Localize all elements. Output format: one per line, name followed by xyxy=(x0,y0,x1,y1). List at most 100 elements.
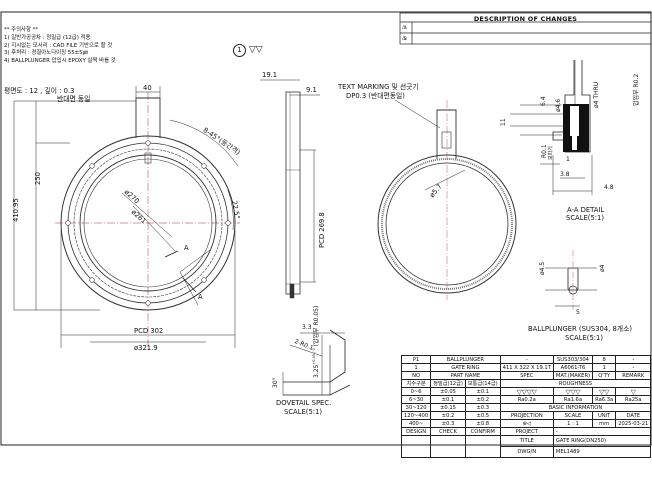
table-cell: 400~ xyxy=(400,419,432,428)
flatness-note: 평면도 : 12 , 깊이 : 0.3 xyxy=(4,87,75,95)
tolerance-row: 0~6±0.05±0.1 ▽▽▽▽ ▽▽▽ ▽▽ ▽ xyxy=(400,387,652,396)
roughness-symbol: ▽▽ xyxy=(592,387,617,396)
table-cell: ±0.1 xyxy=(464,387,501,396)
dim-dia-4: ø4 xyxy=(599,264,606,273)
signature-header-row: DESIGN CHECK CONFIRM PROJECT - xyxy=(400,427,652,436)
note-line: 2) 지시없는 모서리 : CAD FILE 기반으로 할 것 xyxy=(4,42,113,49)
table-cell: ±0.5 xyxy=(464,411,501,420)
scale-value: 1 : 1 xyxy=(552,419,594,428)
part-qty: 8 xyxy=(592,355,617,364)
marking-note: TEXT MARKING 및 선긋기 xyxy=(338,83,419,91)
roughness-symbol: ▽ xyxy=(615,387,652,396)
title-value: GATE RING(DN250) xyxy=(552,435,652,447)
dim-19-1: 19.1 xyxy=(262,71,278,79)
revision-a-triangle: △A xyxy=(402,24,407,30)
part-spec: - xyxy=(499,355,554,364)
dim-410-95: 410.95 xyxy=(12,198,20,222)
tolerance-row: 6~30±0.1±0.2 Ra0.2a Ra1.6a Ra6.3a Ra25a xyxy=(400,395,652,404)
roughness-symbol: ▽▽▽▽ xyxy=(499,387,554,396)
a-a-detail-caption: A-A DETAIL xyxy=(567,206,605,214)
table-cell: ±0.1 xyxy=(430,395,466,404)
table-cell: 6~30 xyxy=(400,395,432,404)
title-label: TITLE xyxy=(499,435,554,447)
confirm-label: CONFIRM xyxy=(464,427,501,436)
ballplunger-scale: SCALE(5:1) xyxy=(565,334,604,342)
scale-label: SCALE xyxy=(552,411,594,420)
dwg-row: DWG/N MEL1489 xyxy=(402,446,652,458)
dim-30-deg: 30° xyxy=(272,377,279,388)
basic-info-title: BASIC INFORMATION xyxy=(499,403,652,412)
part-remark: - xyxy=(615,355,652,364)
ballplunger-caption: BALLPLUNGER (SUS304, 8개소) xyxy=(528,325,632,333)
roughness-value: Ra1.6a xyxy=(552,395,594,404)
part-qty: 1 xyxy=(592,363,617,372)
dim-dia-4-thru: ø4 THRU xyxy=(593,81,600,108)
part-spec: 411 X 322 X 19.1T xyxy=(499,363,554,372)
header-remark: REMARK xyxy=(615,371,652,380)
note-press-fit-r0-2: 압입부 R0.2 xyxy=(633,73,640,106)
table-cell: ±0.05 xyxy=(430,387,466,396)
check-sign xyxy=(430,435,466,458)
table-cell: 0~6 xyxy=(400,387,432,396)
design-sign xyxy=(400,435,432,458)
unit-value: mm xyxy=(592,419,617,428)
header-spec: SPEC xyxy=(499,371,554,380)
dim-6-4: 6.4 xyxy=(540,96,547,106)
table-cell: ±0.3 xyxy=(430,419,466,428)
table-cell: ±0.15 xyxy=(430,403,466,412)
header-material: MAT.(MAKER) xyxy=(552,371,594,380)
dovetail-caption: DOVETAIL SPEC. xyxy=(276,399,332,407)
dim-pcd-302: PCD 302 xyxy=(134,327,164,335)
part-remark: - xyxy=(615,363,652,372)
tolerance-header-row: 치수구분 정밀급(12급) 보통급(14급) ROUGHNESS xyxy=(400,379,652,388)
ring-front-view xyxy=(13,86,240,350)
part-material: A6061-T6 xyxy=(552,363,594,372)
design-label: DESIGN xyxy=(400,427,432,436)
table-cell: 30~120 xyxy=(400,403,432,412)
dim-3-25: 3.25+0.05 / 0 (압입부 R0.05) xyxy=(312,305,320,378)
dovetail-scale: SCALE(5:1) xyxy=(284,408,323,416)
header-part-name: PART NAME xyxy=(430,371,501,380)
table-cell: 120~400 xyxy=(400,411,432,420)
part-name: GATE RING xyxy=(430,363,501,372)
dwg-value: MEL1489 xyxy=(552,446,652,458)
ring-side-view xyxy=(260,79,320,299)
header-qty: Q'TY xyxy=(592,371,617,380)
table-cell: ±0.2 xyxy=(430,411,466,420)
date-value: 2025-03-21 xyxy=(615,419,652,428)
dim-4-8: 4.8 xyxy=(604,184,614,191)
change-block xyxy=(399,12,652,45)
dim-5: 5 xyxy=(576,309,580,316)
flatness-note-2: 반대면 동일 xyxy=(57,95,91,103)
a-a-detail-scale: SCALE(5:1) xyxy=(566,214,605,222)
general-roughness-symbol: 1 ▽▽ xyxy=(233,44,263,57)
part-material: SUS303/304 xyxy=(552,355,594,364)
a-a-detail-view xyxy=(510,60,593,195)
changes-heading: DESCRIPTION OF CHANGES xyxy=(473,15,578,23)
dim-r0-1: R0.1 xyxy=(541,144,548,158)
dim-11: 11 xyxy=(500,118,507,126)
ring-marking-view xyxy=(377,99,517,300)
table-cell: ±0.8 xyxy=(464,419,501,428)
part-header-row: NO PART NAME SPEC MAT.(MAKER) Q'TY REMAR… xyxy=(400,371,652,380)
dim-pcd-269-8: PCD 269.8 xyxy=(318,212,326,248)
sheet-border xyxy=(0,11,652,446)
part-name: BALLPLUNGER xyxy=(430,355,501,364)
projection-symbol: ⊕◁ xyxy=(499,419,554,428)
table-cell: ±0.3 xyxy=(464,403,501,412)
roughness-symbol: ▽▽▽ xyxy=(552,387,594,396)
roughness-value: Ra25a xyxy=(615,395,652,404)
dwg-label: DWG/N xyxy=(499,446,554,458)
dim-dia-321-9: ø321.9 xyxy=(134,344,158,352)
unit-label: UNIT xyxy=(592,411,617,420)
tolerance-row: 30~120±0.15±0.3 BASIC INFORMATION xyxy=(400,403,652,412)
title-row: TITLE GATE RING(DN250) xyxy=(400,435,652,458)
dim-tab-width: 40 xyxy=(143,84,152,92)
roughness-value: Ra0.2a xyxy=(499,395,554,404)
tolerance-row: 400~±0.3±0.8 ⊕◁ 1 : 1 mm 2025-03-21 xyxy=(400,419,652,428)
roughness-title: ROUGHNESS xyxy=(499,379,652,388)
general-notes: ** 주의사항 ** 1) 일반가공공차 : 정밀급 (12급) 적용 2) 지… xyxy=(4,27,116,66)
project-label: PROJECT xyxy=(499,427,554,436)
